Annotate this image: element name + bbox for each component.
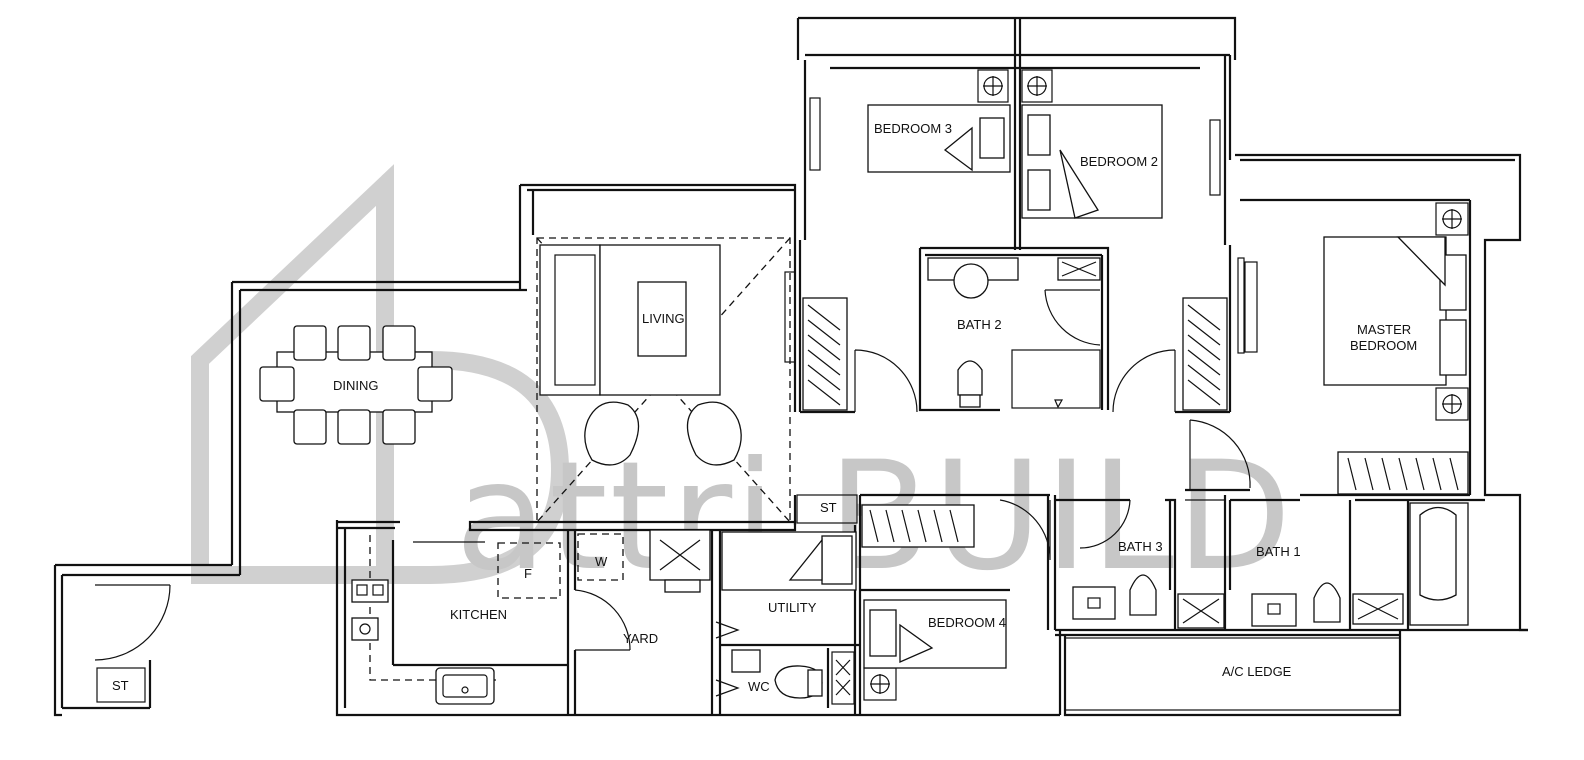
label-store-entry: ST <box>112 678 129 693</box>
light-point-icon <box>977 69 1009 103</box>
label-bath-2: BATH 2 <box>957 317 1002 332</box>
master-bedroom-furniture <box>1323 236 1469 495</box>
light-point-icon <box>1021 69 1053 103</box>
basin-bath-3 <box>1072 586 1116 620</box>
label-bedroom-3: BEDROOM 3 <box>874 121 952 136</box>
bath-2-fixtures <box>927 257 1101 409</box>
bedroom-4-furniture <box>861 504 1007 669</box>
basin-bath-1 <box>1251 593 1297 627</box>
wc-basin <box>731 649 761 673</box>
washer <box>577 533 624 581</box>
label-store: ST <box>820 500 837 515</box>
bath-1-fixtures <box>1251 502 1469 627</box>
toilet-bath-2-icon <box>957 360 983 396</box>
hob-icon <box>351 617 379 641</box>
label-bedroom-4: BEDROOM 4 <box>928 615 1006 630</box>
label-dining: DINING <box>333 378 379 393</box>
armchair-right <box>686 401 742 466</box>
light-point-icon <box>1435 387 1469 421</box>
label-bath-3: BATH 3 <box>1118 539 1163 554</box>
label-bath-1: BATH 1 <box>1256 544 1301 559</box>
kitchen-fixtures <box>351 533 624 705</box>
basin-bowl-icon <box>953 263 989 299</box>
bedroom-2-furniture <box>1021 104 1228 411</box>
wardrobe-bedroom-2 <box>1182 297 1228 411</box>
bath-3-fixtures <box>1072 574 1225 629</box>
toilet-bath-1-icon <box>1313 582 1341 623</box>
store-box-entry <box>96 667 146 703</box>
store-box <box>796 494 858 524</box>
label-wc: WC <box>748 679 770 694</box>
label-master-line1: MASTER <box>1357 322 1411 337</box>
wardrobe-bedroom-3 <box>802 297 848 411</box>
label-kitchen: KITCHEN <box>450 607 507 622</box>
label-master-line2: BEDROOM <box>1350 338 1417 353</box>
label-fridge: F <box>524 566 532 581</box>
label-yard: YARD <box>623 631 658 646</box>
living-set <box>536 237 791 523</box>
dining-table <box>276 351 433 413</box>
label-washer: W <box>595 554 608 569</box>
bedroom-3-furniture <box>802 104 1011 411</box>
dining-chairs <box>259 325 453 445</box>
dining-set <box>259 325 453 445</box>
doors <box>94 289 1251 661</box>
outer-walls <box>53 16 1528 717</box>
label-living: LIVING <box>642 311 685 326</box>
wardrobe-master <box>1337 451 1469 495</box>
toilet-bath-3-icon <box>1129 574 1157 616</box>
yard-utility-fixtures <box>649 529 857 705</box>
armchair-left <box>584 401 640 466</box>
fridge <box>497 542 561 599</box>
room-labels: BEDROOM 3 BEDROOM 2 MASTER BEDROOM LIVIN… <box>112 121 1417 694</box>
watermark-house-logo <box>191 164 570 584</box>
light-point-icon <box>1435 202 1469 236</box>
label-utility: UTILITY <box>768 600 817 615</box>
label-ac-ledge: A/C LEDGE <box>1222 664 1292 679</box>
light-point-icon <box>863 667 897 701</box>
sofa <box>539 244 601 396</box>
ac-ledge-box <box>1064 637 1401 711</box>
label-bedroom-2: BEDROOM 2 <box>1080 154 1158 169</box>
coffee-table <box>637 281 687 357</box>
kitchen-sink <box>435 667 495 705</box>
